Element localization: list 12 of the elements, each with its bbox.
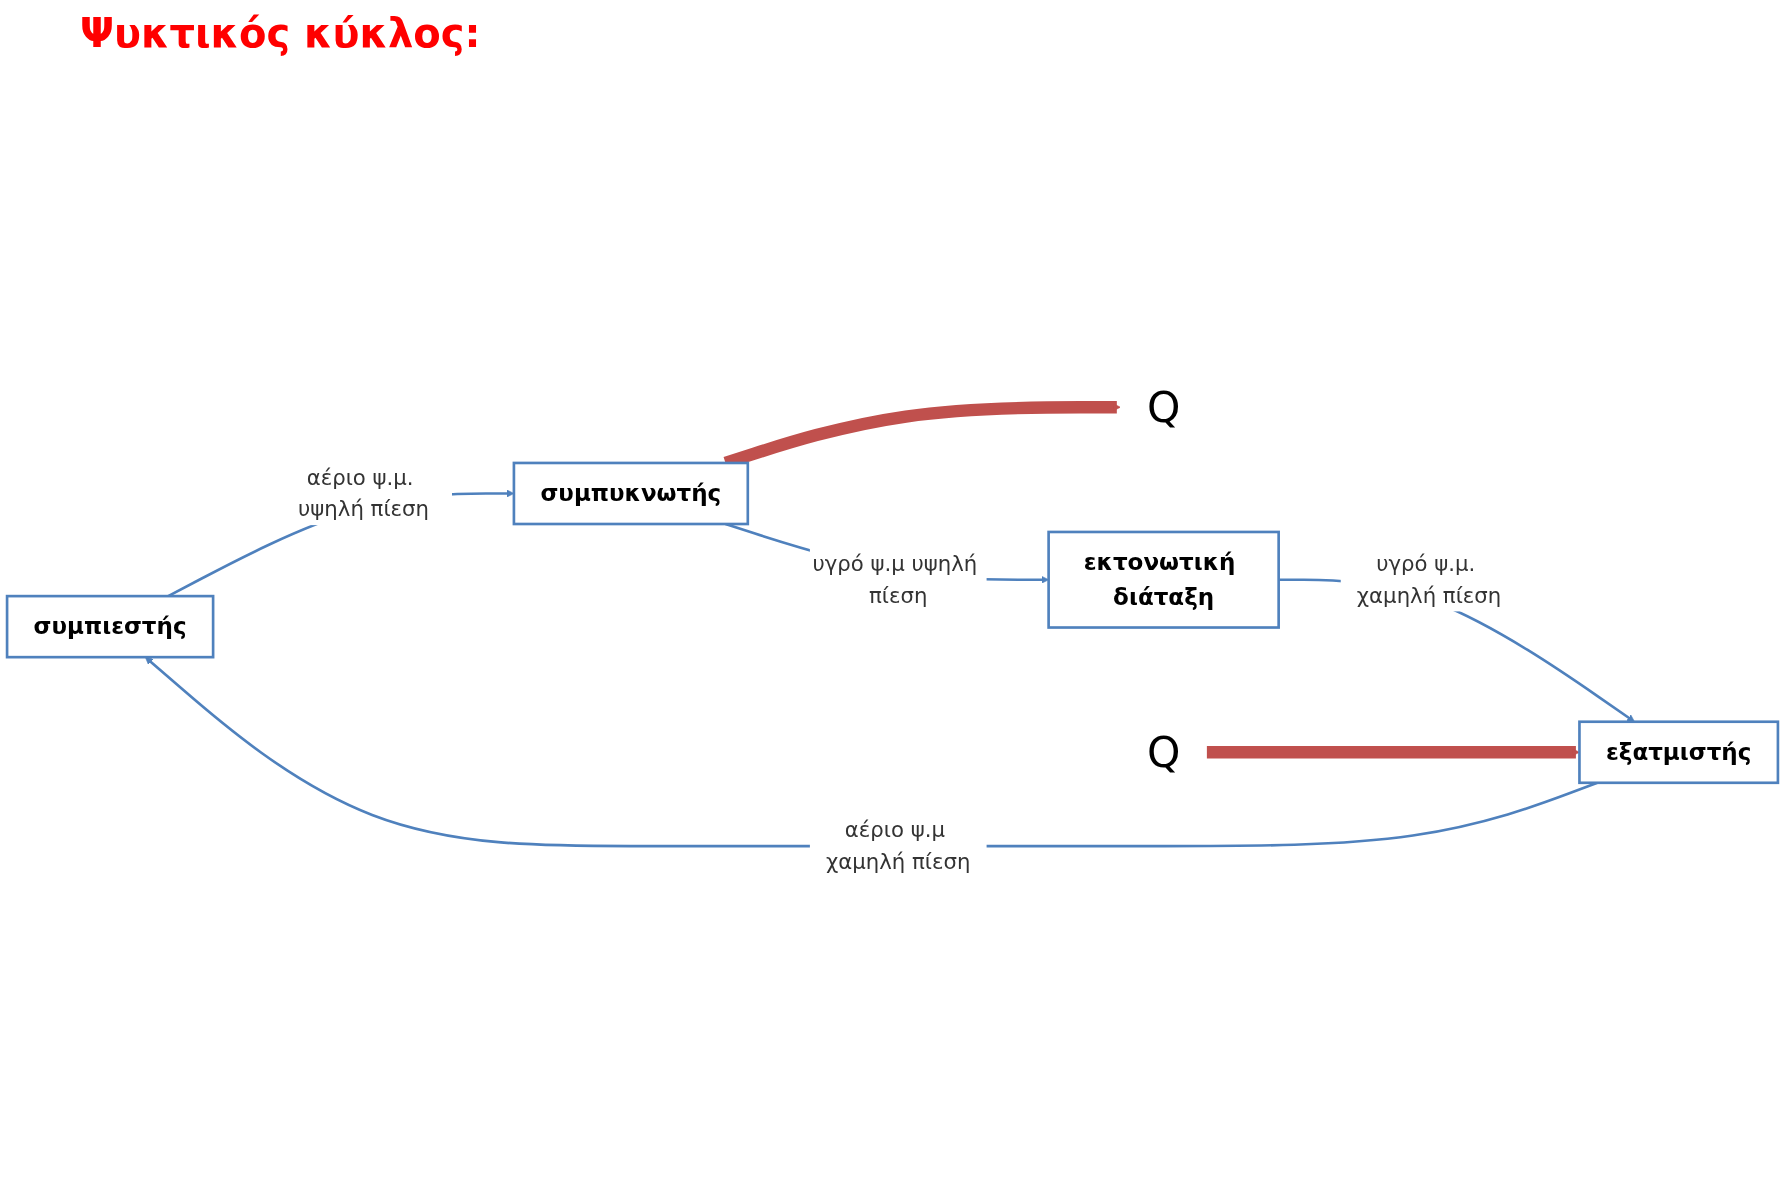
- node-text: Q: [1146, 727, 1181, 778]
- diagram-title: Ψυκτικός κύκλος:: [80, 10, 481, 56]
- node-box: εξατμιστής: [1578, 720, 1780, 785]
- edge-label: υγρό ψ.μ. χαμηλή πίεση: [1356, 551, 1502, 609]
- node-box: συμπιεστής: [5, 594, 215, 659]
- node-text: Q: [1146, 382, 1181, 432]
- node-box: συμπυκνωτής: [512, 461, 750, 526]
- arrow: [1206, 746, 1580, 759]
- edge-label: αέριο ψ.μ. υψηλή πίεση: [298, 465, 429, 522]
- node-box: εκτονωτική διάταξη: [1047, 530, 1280, 629]
- edge-label: υγρό ψ.μ υψηλή πίεση: [812, 551, 978, 609]
- edge-label: αέριο ψ.μ χαμηλή πίεση: [826, 817, 971, 875]
